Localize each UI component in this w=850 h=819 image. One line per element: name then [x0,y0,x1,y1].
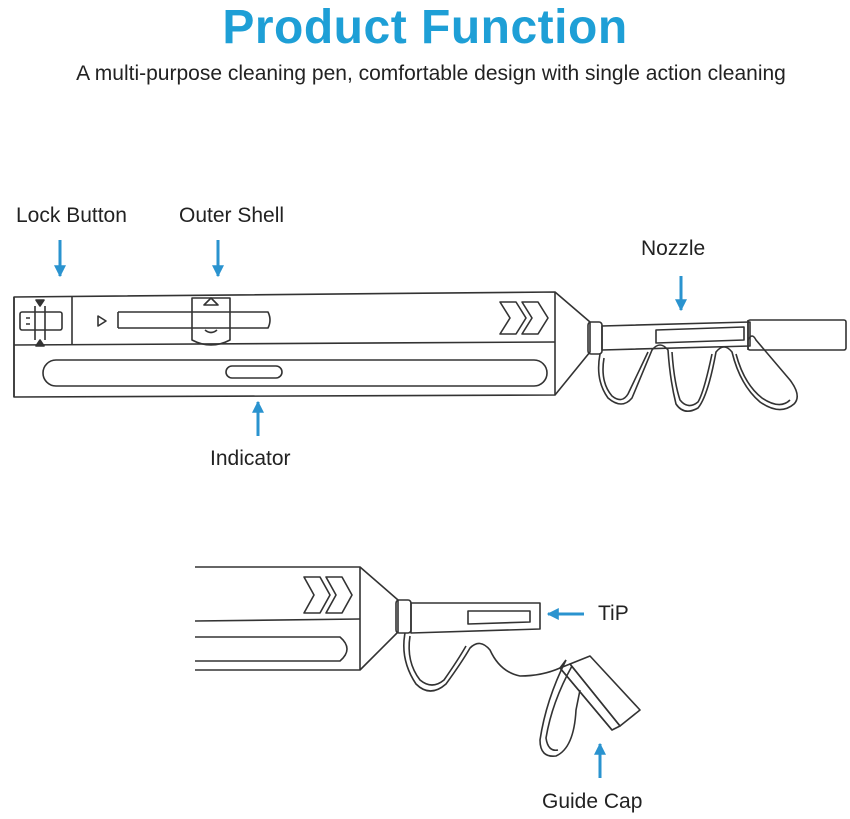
tip-tether-strap [403,632,567,692]
guide-cap-icon [559,655,641,731]
label-nozzle: Nozzle [641,237,706,260]
label-lock-button: Lock Button [16,204,127,227]
page-subtitle: A multi-purpose cleaning pen, comfortabl… [76,62,786,85]
indicator-window [42,359,548,387]
page-title: Product Function [222,1,628,54]
label-outer-shell: Outer Shell [179,204,285,227]
cleaning-tip [410,602,541,634]
tether-strap [597,335,798,412]
outer-shell-slider [191,297,231,346]
outer-shell-body [13,291,591,398]
lock-button-icon [19,299,107,347]
tip-indicator-window [195,636,348,662]
nozzle-cap [747,319,847,351]
pen-full-view [13,291,847,412]
tip-chevrons-icon [303,576,353,614]
label-guide-cap: Guide Cap [542,790,643,813]
nozzle-assembly [587,319,847,355]
label-indicator: Indicator [210,447,291,470]
label-tip: TiP [598,602,629,625]
direction-chevrons-icon [499,301,549,335]
pen-tip-view [194,566,641,757]
